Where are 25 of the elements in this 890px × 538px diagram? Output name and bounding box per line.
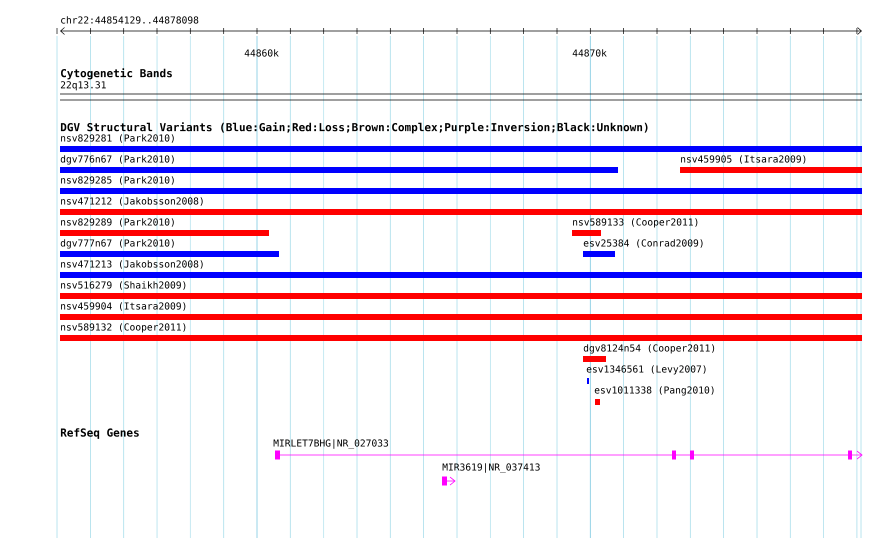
feature-label: nsv829289 (Park2010) — [61, 218, 174, 227]
feature-label: nsv829281 (Park2010) — [61, 134, 174, 143]
feature-label: nsv471213 (Jakobsson2008) — [61, 260, 203, 269]
feature-label: esv25384 (Conrad2009) — [584, 239, 703, 248]
feature-label: esv1011338 (Pang2010) — [594, 386, 714, 396]
tick-label: 44870k — [572, 49, 607, 57]
feature-label: MIR3619|NR_037413 — [442, 463, 540, 473]
feature-label: dgv8124n54 (Cooper2011) — [584, 344, 714, 354]
track-title: RefSeq Genes — [60, 428, 139, 439]
track-label: 22q13.31 — [60, 81, 106, 90]
feature-label: dgv777n67 (Park2010) — [60, 239, 174, 249]
tick-label: 44860k — [244, 49, 279, 57]
track-title: DGV Structural Variants (Blue:Gain;Red:Loss;Brown:Complex;Purple:Inversion;Black:Unknown) — [60, 122, 648, 134]
feature-label: dgv776n67 (Park2010) — [60, 155, 174, 165]
feature-label: nsv459905 (Itsara2009) — [681, 155, 806, 164]
track-title: Cytogenetic Bands — [61, 68, 172, 80]
track-label: chr22:44854129..44878098 — [61, 16, 198, 24]
feature-label: nsv459904 (Itsara2009) — [61, 302, 186, 311]
feature-label: nsv471212 (Jakobsson2008) — [61, 197, 203, 206]
feature-label: nsv829285 (Park2010) — [61, 176, 174, 185]
feature-label: nsv589133 (Cooper2011) — [573, 218, 698, 228]
feature-label: nsv516279 (Shaikh2009) — [61, 281, 186, 290]
feature-label: nsv589132 (Cooper2011) — [61, 323, 186, 332]
feature-label: esv1346561 (Levy2007) — [586, 365, 706, 374]
feature-label: MIRLET7BHG|NR_027033 — [274, 439, 388, 449]
